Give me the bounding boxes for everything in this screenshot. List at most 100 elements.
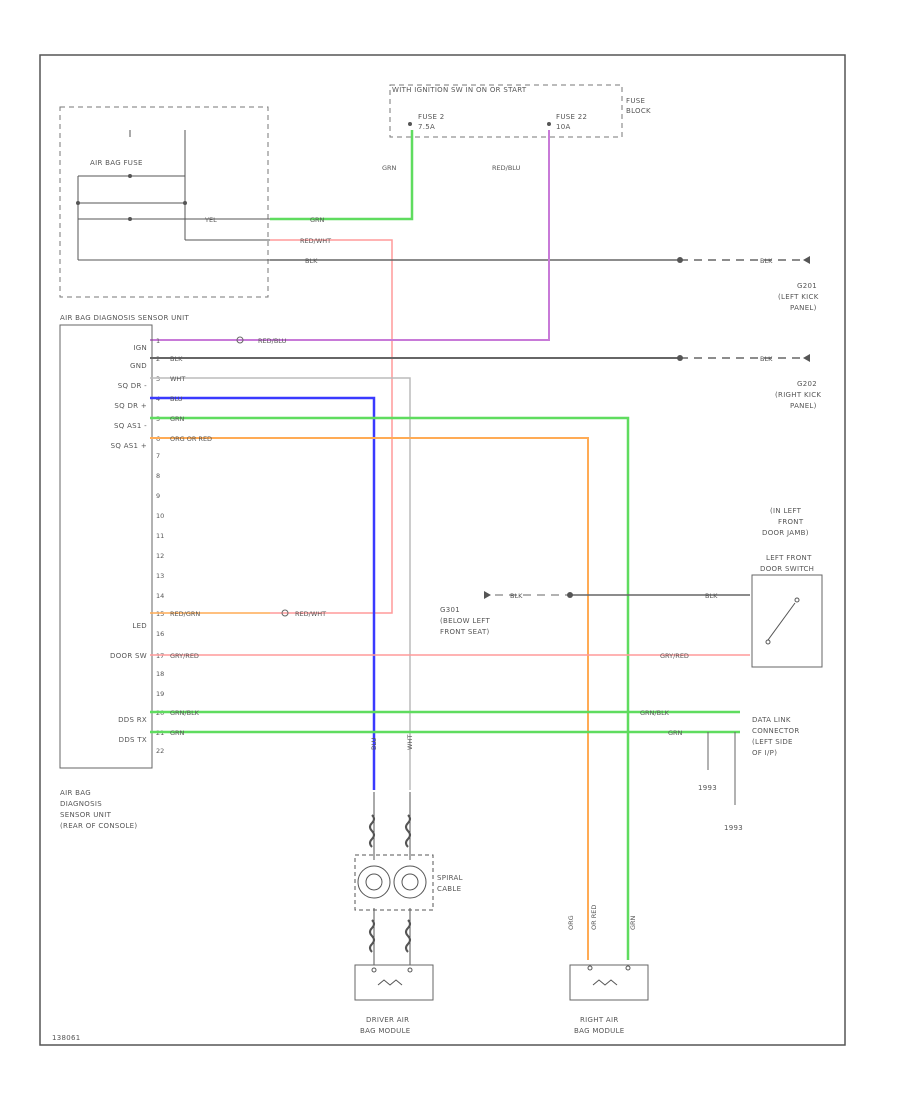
fuse-block-label-2: BLOCK — [626, 107, 651, 115]
sensor-pin-label: DOOR SW — [110, 652, 147, 660]
spiral-cable — [354, 792, 434, 965]
wire-wht — [150, 377, 411, 790]
airbag-fuse-internal — [77, 130, 270, 261]
wire-red-blu — [150, 130, 550, 341]
wire-red-wht — [270, 239, 393, 614]
dlc-ref-2: 1993 — [724, 824, 743, 832]
dlc-line4: OF I/P) — [752, 749, 777, 757]
sensor-pin-label: SQ AS1 + — [111, 442, 147, 450]
driver-module-2: BAG MODULE — [360, 1027, 411, 1035]
wire-label-red-wht: RED/WHT — [300, 237, 331, 245]
sensor-pin-number: 12 — [156, 552, 164, 560]
wire-label-blk2: BLK — [170, 355, 183, 363]
module-pin — [407, 967, 413, 973]
sensor-pin-label: DDS TX — [119, 736, 147, 744]
fuse-node — [76, 201, 80, 205]
fuse-node — [128, 217, 132, 221]
dlc-line3: (LEFT SIDE — [752, 738, 793, 746]
sensor-pin-number: 17 — [156, 652, 164, 660]
dlc-line1: DATA LINK — [752, 716, 791, 724]
splice-node — [567, 592, 573, 598]
wire-grn-fuse2 — [270, 130, 414, 221]
sensor-pin-number: 18 — [156, 670, 164, 678]
g202-wire-label: BLK — [760, 355, 773, 363]
wire-label-red-blu-h: RED/BLU — [258, 337, 287, 345]
ground-g301-symbol — [484, 591, 491, 599]
driver-igniter-icon — [377, 979, 403, 986]
wire-label-red-wht-2: RED/WHT — [295, 610, 326, 618]
pass-wire-or: OR RED — [590, 905, 598, 930]
wire-label-blu-v: BLU — [370, 737, 378, 750]
fuse-node — [128, 174, 132, 178]
wire-label-grn: GRN — [382, 164, 397, 172]
dlc-ref-1: 1993 — [698, 784, 717, 792]
wire-org-red — [150, 437, 589, 960]
g201-line2: PANEL) — [790, 304, 817, 312]
splice-node — [677, 257, 683, 263]
door-loc-2: FRONT — [778, 518, 804, 526]
sensor-pin-number: 15 — [156, 610, 164, 618]
fuse-block-header: WITH IGNITION SW IN ON OR START — [392, 86, 527, 94]
sensor-pin-label: SQ AS1 - — [114, 422, 147, 430]
wire-label-grn2: GRN — [170, 415, 185, 423]
fuse-block-label-1: FUSE — [626, 97, 645, 105]
door-loc-3: DOOR JAMB) — [762, 529, 809, 537]
driver-module-1: DRIVER AIR — [366, 1016, 409, 1024]
g301-wire-label: BLK — [510, 592, 523, 600]
fuse-b-terminal — [547, 122, 551, 126]
wire-label-grn-blk: GRN/BLK — [170, 709, 200, 717]
sensor-pin-number: 22 — [156, 747, 164, 755]
door-wire-gry-red: GRY/RED — [660, 652, 689, 660]
dlc-line2: CONNECTOR — [752, 727, 800, 735]
g202-line2: PANEL) — [790, 402, 817, 410]
sensor-pin-number: 1 — [156, 337, 160, 345]
sensor-title: AIR BAG DIAGNOSIS SENSOR UNIT — [60, 314, 189, 322]
footer-code: 138061 — [52, 1034, 81, 1042]
fuse-b-rating: 10A — [556, 123, 571, 131]
g201-id: G201 — [797, 282, 817, 290]
sensor-pin-number: 11 — [156, 532, 164, 540]
sensor-pin-label: DDS RX — [118, 716, 147, 724]
driver-module-box — [354, 964, 434, 1001]
spiral-label-2: CABLE — [437, 885, 461, 893]
sensor-pin-number: 10 — [156, 512, 164, 520]
splice-node — [677, 355, 683, 361]
cable-twist — [369, 814, 411, 953]
door-loc-1: (IN LEFT — [770, 507, 802, 515]
g202-id: G202 — [797, 380, 817, 388]
g201-wire-label: BLK — [760, 257, 773, 265]
wire-blu — [150, 396, 376, 790]
module-pin — [587, 965, 593, 971]
pass-wire-org: ORG — [567, 915, 575, 930]
diagram-frame — [39, 54, 846, 1046]
airbag-fuse-label: AIR BAG FUSE — [90, 159, 143, 167]
g301-line2: FRONT SEAT) — [440, 628, 490, 636]
connector-node — [236, 336, 244, 344]
door-name-2: DOOR SWITCH — [760, 565, 814, 573]
module-pin — [625, 965, 631, 971]
pass-wire-grn: GRN — [629, 915, 637, 930]
fuse-node — [183, 201, 187, 205]
spiral-label-1: SPIRAL — [437, 874, 463, 882]
fuse-b-name: FUSE 22 — [556, 113, 587, 121]
sensor-pin-number: 19 — [156, 690, 164, 698]
sensor-pin-number: 13 — [156, 572, 164, 580]
connector-node — [281, 609, 289, 617]
door-switch-node — [794, 597, 800, 603]
sensor-caption-3: SENSOR UNIT — [60, 811, 112, 819]
door-switch-contact — [767, 602, 796, 641]
passenger-module-box — [569, 964, 649, 1001]
sensor-pin-label: SQ DR + — [114, 402, 147, 410]
sensor-pin-number: 14 — [156, 592, 164, 600]
sensor-pin-number: 9 — [156, 492, 160, 500]
door-wire-blk: BLK — [705, 592, 718, 600]
pass-module-1: RIGHT AIR — [580, 1016, 619, 1024]
sensor-pin-number: 3 — [156, 375, 160, 383]
g202-line1: (RIGHT KICK — [775, 391, 821, 399]
sensor-caption-2: DIAGNOSIS — [60, 800, 102, 808]
door-name-1: LEFT FRONT — [766, 554, 812, 562]
sensor-pin-label: GND — [130, 362, 147, 370]
wire-grn-passenger — [150, 416, 630, 960]
